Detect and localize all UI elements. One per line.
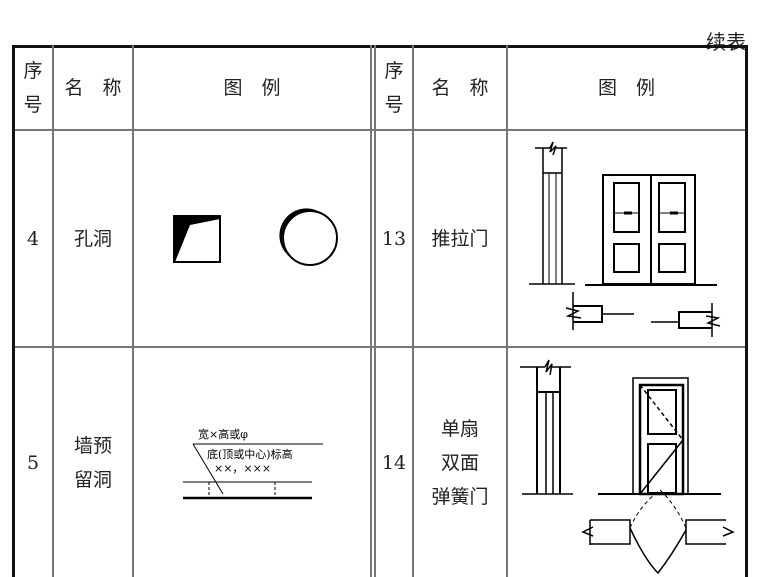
row-name: 单扇 双面 弹簧门 xyxy=(414,348,506,577)
size-label: 宽×高或φ xyxy=(198,427,248,441)
header-seq-char: 序 xyxy=(384,60,404,82)
header-seq: 序 号 xyxy=(376,47,412,129)
name-line: 墙预 xyxy=(73,434,112,457)
row-seq: 5 xyxy=(26,451,40,474)
col-divider xyxy=(52,45,54,577)
col-divider xyxy=(132,45,134,577)
square-hole-symbol xyxy=(173,215,221,263)
row-name: 墙预 留洞 xyxy=(54,348,132,577)
header-name: 名 称 xyxy=(431,77,489,99)
wall-reserved-hole-symbol: 宽×高或φ 底(顶或中心)标高 ××，××× xyxy=(183,427,323,500)
name-line: 单扇 xyxy=(440,417,479,440)
row-name: 孔洞 xyxy=(73,227,112,250)
name-line: 双面 xyxy=(440,451,479,474)
center-double-line xyxy=(370,45,372,577)
table-right-border xyxy=(745,45,748,577)
table-top-border xyxy=(12,45,748,48)
header-seq-char: 号 xyxy=(384,94,404,116)
header-seq-char: 号 xyxy=(23,94,43,116)
header-legend: 图 例 xyxy=(597,77,655,99)
header-seq-char: 序 xyxy=(23,60,43,82)
row-seq: 14 xyxy=(381,451,407,474)
header-legend: 图 例 xyxy=(223,77,281,99)
round-hole-symbol xyxy=(279,208,338,266)
header-divider xyxy=(12,129,748,131)
name-line: 留洞 xyxy=(73,468,112,491)
header-seq: 序 号 xyxy=(14,47,52,129)
sliding-door-symbol xyxy=(529,141,721,337)
elevation-label: 底(顶或中心)标高 xyxy=(207,447,293,461)
col-divider xyxy=(506,45,508,577)
table-caption: 续表 xyxy=(706,30,746,54)
header-name: 名 称 xyxy=(64,77,122,99)
row-seq: 13 xyxy=(381,227,407,250)
center-double-line xyxy=(374,45,376,577)
col-divider xyxy=(412,45,414,577)
row-name: 推拉门 xyxy=(431,227,489,250)
name-line: 弹簧门 xyxy=(431,485,489,508)
row-seq: 4 xyxy=(26,227,40,250)
elevation-value: ××，××× xyxy=(214,462,271,475)
row-divider xyxy=(12,346,748,348)
table-left-border xyxy=(12,45,15,577)
spring-door-symbol xyxy=(520,359,735,575)
